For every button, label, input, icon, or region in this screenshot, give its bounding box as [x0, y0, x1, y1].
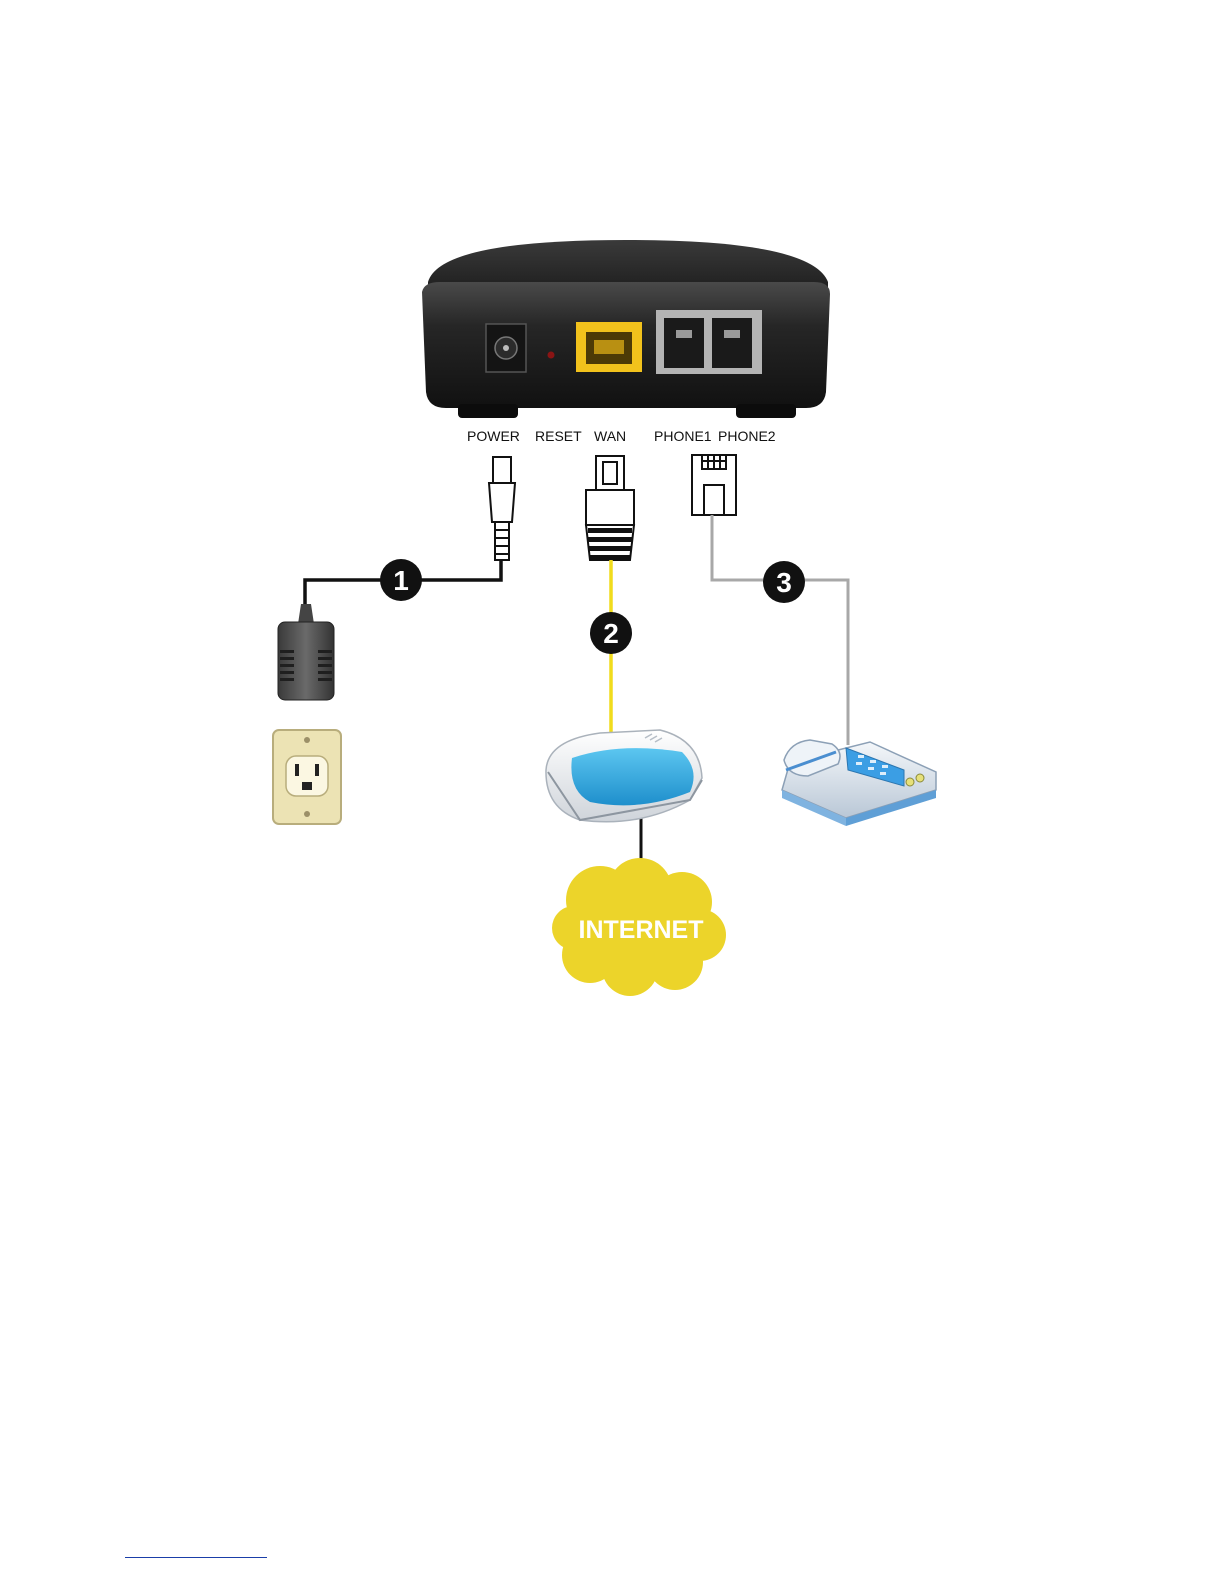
dc-power-jack [486, 324, 526, 372]
power-plug-connector [489, 457, 515, 560]
phone-cable [712, 515, 848, 745]
port-label-power: POWER [467, 428, 520, 444]
footer-rule [125, 1557, 267, 1558]
phone-connector [692, 455, 736, 515]
wan-port [576, 322, 642, 372]
reset-button [548, 352, 555, 359]
step-badge-3: 3 [763, 561, 805, 603]
port-label-reset: RESET [535, 428, 582, 444]
step-number-1: 1 [393, 565, 409, 596]
step-number-2: 2 [603, 618, 619, 649]
port-label-phone1: PHONE1 [654, 428, 712, 444]
step-badge-2: 2 [590, 612, 632, 654]
voip-adapter-device [422, 240, 830, 418]
wall-outlet-icon [273, 730, 341, 824]
step-badge-1: 1 [380, 559, 422, 601]
internet-label: INTERNET [579, 916, 704, 944]
port-label-phone2: PHONE2 [718, 428, 776, 444]
power-adapter-icon [278, 604, 334, 700]
broadband-router-icon [546, 730, 702, 822]
phone-ports [656, 310, 762, 374]
ethernet-connector [586, 456, 634, 560]
port-label-wan: WAN [594, 428, 626, 444]
step-number-3: 3 [776, 567, 792, 598]
telephone-icon [782, 740, 936, 826]
